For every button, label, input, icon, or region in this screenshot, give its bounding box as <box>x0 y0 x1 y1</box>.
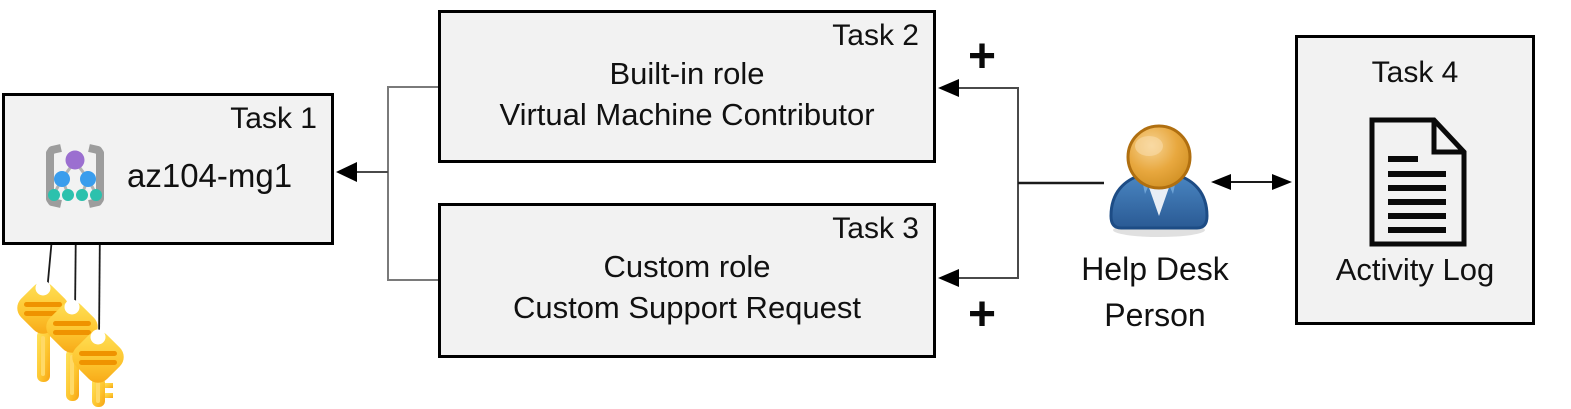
task3-role-name: Custom Support Request <box>512 290 862 325</box>
task2-box: Task 2 Built-in role Virtual Machine Con… <box>438 10 936 163</box>
plus-sign-bottom: + <box>967 288 997 341</box>
arrowhead-to-task4 <box>1272 174 1292 190</box>
task1-box: Task 1 az104-mg1 <box>2 93 334 245</box>
task4-label: Task 4 <box>1371 56 1459 89</box>
task1-label: Task 1 <box>230 102 317 135</box>
management-group-name: az104-mg1 <box>127 157 293 194</box>
task4-caption: Activity Log <box>1335 252 1495 287</box>
task2-text: Built-in role Virtual Machine Contributo… <box>441 53 933 135</box>
task2-role-name: Virtual Machine Contributor <box>499 97 875 132</box>
arrowhead-task1 <box>336 162 357 182</box>
task3-box: Task 3 Custom role Custom Support Reques… <box>438 203 936 358</box>
person-label-line1: Help Desk <box>1081 251 1229 287</box>
management-group-row: az104-mg1 <box>37 138 292 214</box>
right-bracket-connector <box>956 87 1019 279</box>
plus-sign-top: + <box>967 30 997 83</box>
task4-box: Task 4 Activity Log <box>1295 35 1535 325</box>
task2-role-type: Built-in role <box>609 56 765 91</box>
management-group-icon <box>46 144 104 208</box>
task3-role-type: Custom role <box>603 249 771 284</box>
task3-label: Task 3 <box>832 212 919 245</box>
arrowhead-task3 <box>938 269 959 287</box>
task3-text: Custom role Custom Support Request <box>441 246 933 328</box>
task2-label: Task 2 <box>832 19 919 52</box>
arrowhead-task2 <box>938 79 959 97</box>
key-icon <box>72 329 124 407</box>
person-icon <box>1109 124 1209 237</box>
person-label-line2: Person <box>1104 297 1206 333</box>
person-label: Help Desk Person <box>1050 246 1260 338</box>
left-bracket-connector <box>387 86 438 281</box>
activity-log-document-icon <box>1369 117 1467 247</box>
